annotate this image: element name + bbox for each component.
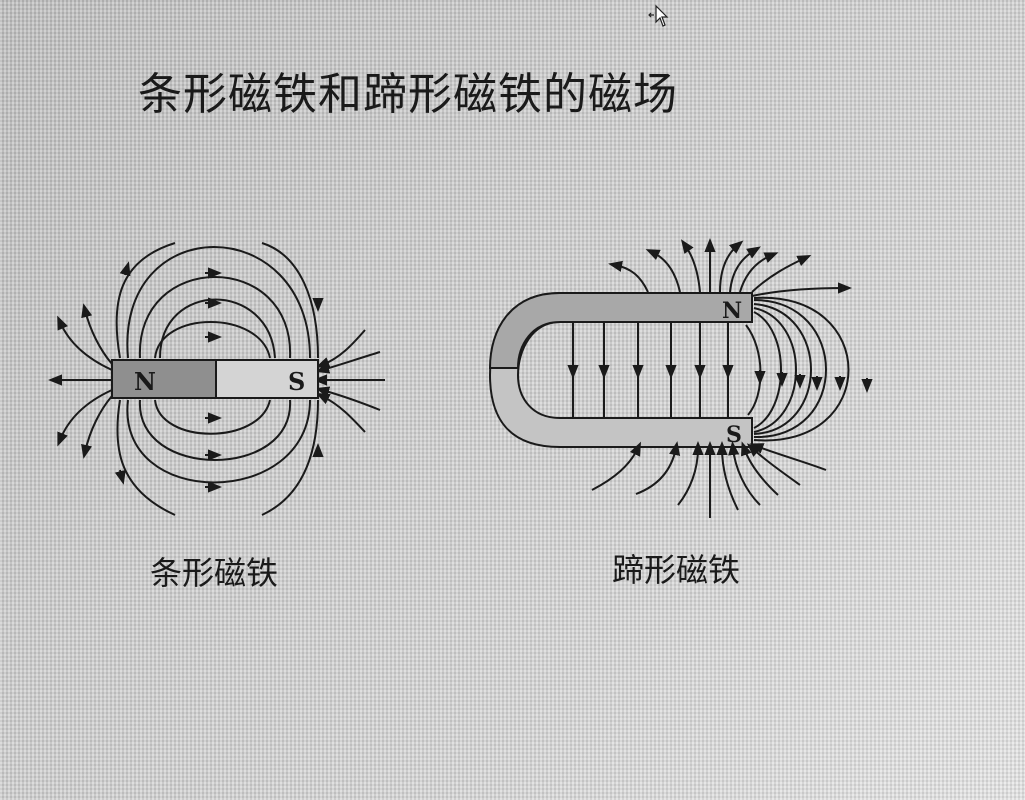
horseshoe-magnet-body: N S xyxy=(488,292,753,448)
horseshoe-field-lines xyxy=(567,238,873,518)
horseshoe-north-label: N xyxy=(722,298,742,324)
bar-magnet-diagram xyxy=(48,242,385,516)
bar-magnet-caption: 条形磁铁 xyxy=(150,554,279,592)
slide-title: 条形磁铁和蹄形磁铁的磁场 xyxy=(138,69,678,120)
horseshoe-magnet-caption: 蹄形磁铁 xyxy=(612,551,741,589)
bar-magnet-body: N S xyxy=(111,359,319,399)
bar-north-label: N xyxy=(134,367,156,396)
bar-south-label: S xyxy=(288,367,305,396)
horseshoe-south-label: S xyxy=(726,422,742,448)
